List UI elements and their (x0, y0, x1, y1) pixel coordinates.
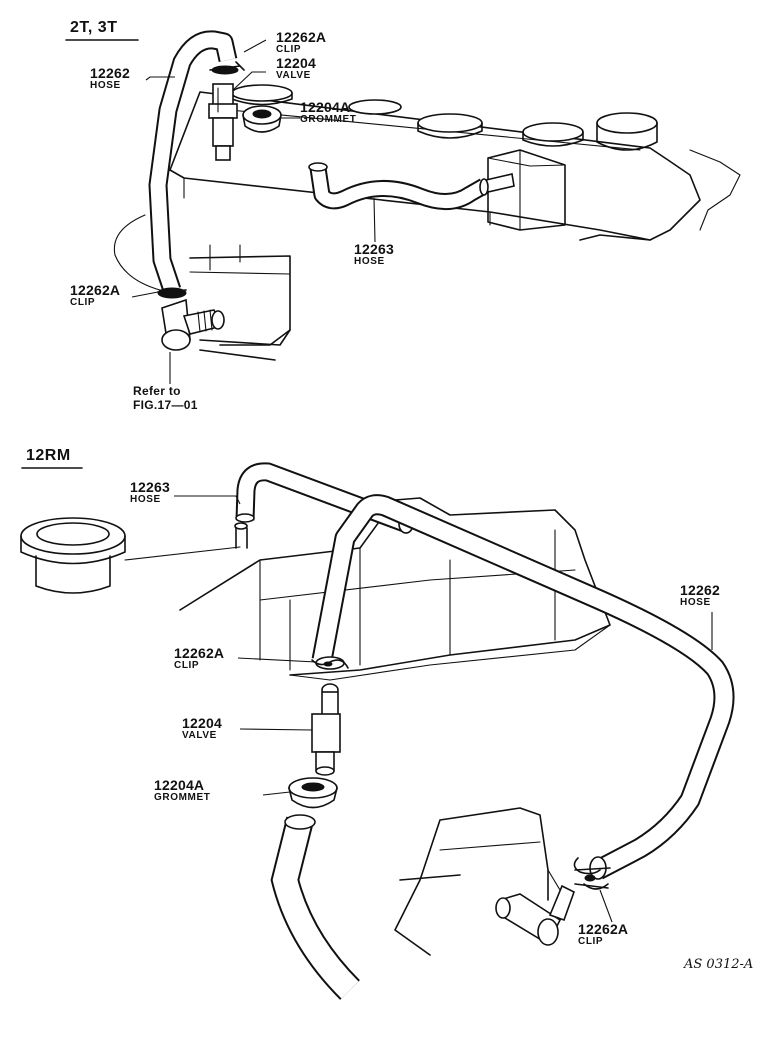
part-number: 12263 (130, 479, 170, 495)
bottom-label-valve: 12204 VALVE (182, 716, 222, 741)
part-number: 12263 (354, 241, 394, 257)
bottom-cover-outline (179, 497, 611, 676)
part-description: CLIP (578, 936, 604, 947)
top-cap-3 (596, 112, 658, 134)
top-hose-12263 (308, 162, 489, 210)
part-number: 12204 (182, 715, 222, 731)
bottom-grommet-12204A (288, 777, 338, 809)
part-description: CLIP (174, 660, 200, 671)
bottom-hose-12262 (311, 494, 735, 880)
bottom-label-hose-12262: 12262 HOSE (680, 583, 720, 608)
part-description: CLIP (70, 297, 96, 308)
bottom-lower-block (394, 807, 549, 956)
top-label-grommet: 12204A GROMMET (300, 100, 356, 125)
top-cover-outline (169, 91, 701, 241)
bottom-clip-upper (311, 656, 349, 670)
top-hose-12262 (148, 30, 238, 294)
top-cap-2 (522, 122, 584, 142)
bottom-label-grommet: 12204A GROMMET (154, 778, 210, 803)
top-cap-1 (417, 113, 483, 133)
part-description: HOSE (90, 80, 121, 91)
bottom-lower-hose (270, 814, 360, 1000)
reference-line-1: Refer to (133, 384, 181, 398)
top-label-clip-upper: 12262A CLIP (276, 30, 326, 55)
part-description: VALVE (276, 70, 311, 81)
top-label-hose-12263: 12263 HOSE (354, 242, 394, 267)
part-description: GROMMET (300, 114, 357, 125)
top-cover-edge (169, 169, 651, 241)
part-number: 12262 (90, 65, 130, 81)
catalog-code: AS 0312-A (684, 957, 754, 972)
top-grommet-12204A (242, 105, 282, 133)
part-description: CLIP (276, 44, 302, 55)
part-description: HOSE (680, 597, 711, 608)
top-label-valve: 12204 VALVE (276, 56, 316, 81)
part-number: 12262A (174, 645, 225, 661)
top-cap-0 (231, 84, 293, 102)
bottom-engine-cover (20, 497, 611, 956)
bottom-label-clip-upper: 12262A CLIP (174, 646, 224, 671)
top-clip-upper (209, 61, 245, 75)
bottom-label-hose-12263: 12263 HOSE (130, 480, 170, 505)
top-section-title: 2T, 3T (70, 19, 118, 36)
bottom-section-title: 12RM (26, 447, 71, 464)
reference-line-2: FIG.17—01 (133, 398, 198, 412)
top-elbow-fitting (161, 298, 225, 351)
part-description: HOSE (130, 494, 161, 505)
bottom-label-clip-lower: 12262A CLIP (578, 922, 628, 947)
part-number: 12204 (276, 55, 316, 71)
top-lower-block (189, 255, 291, 346)
bottom-clip-lower (573, 857, 611, 890)
part-number: 12204A (154, 777, 205, 793)
part-number: 12262A (276, 29, 327, 45)
top-label-clip-lower: 12262A CLIP (70, 283, 120, 308)
bottom-elbow-fitting (495, 884, 575, 946)
bottom-valve-12204 (311, 683, 341, 776)
top-label-hose-12262: 12262 HOSE (90, 66, 130, 91)
top-valve-12204 (208, 83, 238, 161)
top-clip-lower (157, 287, 187, 299)
part-number: 12262 (680, 582, 720, 598)
part-description: GROMMET (154, 792, 211, 803)
part-description: VALVE (182, 730, 217, 741)
bottom-leaders (174, 495, 713, 923)
part-description: HOSE (354, 256, 385, 267)
part-number: 12204A (300, 99, 351, 115)
top-leaders (131, 39, 376, 384)
part-number: 12262A (70, 282, 121, 298)
reference-note: Refer to FIG.17—01 (133, 384, 198, 412)
part-number: 12262A (578, 921, 629, 937)
